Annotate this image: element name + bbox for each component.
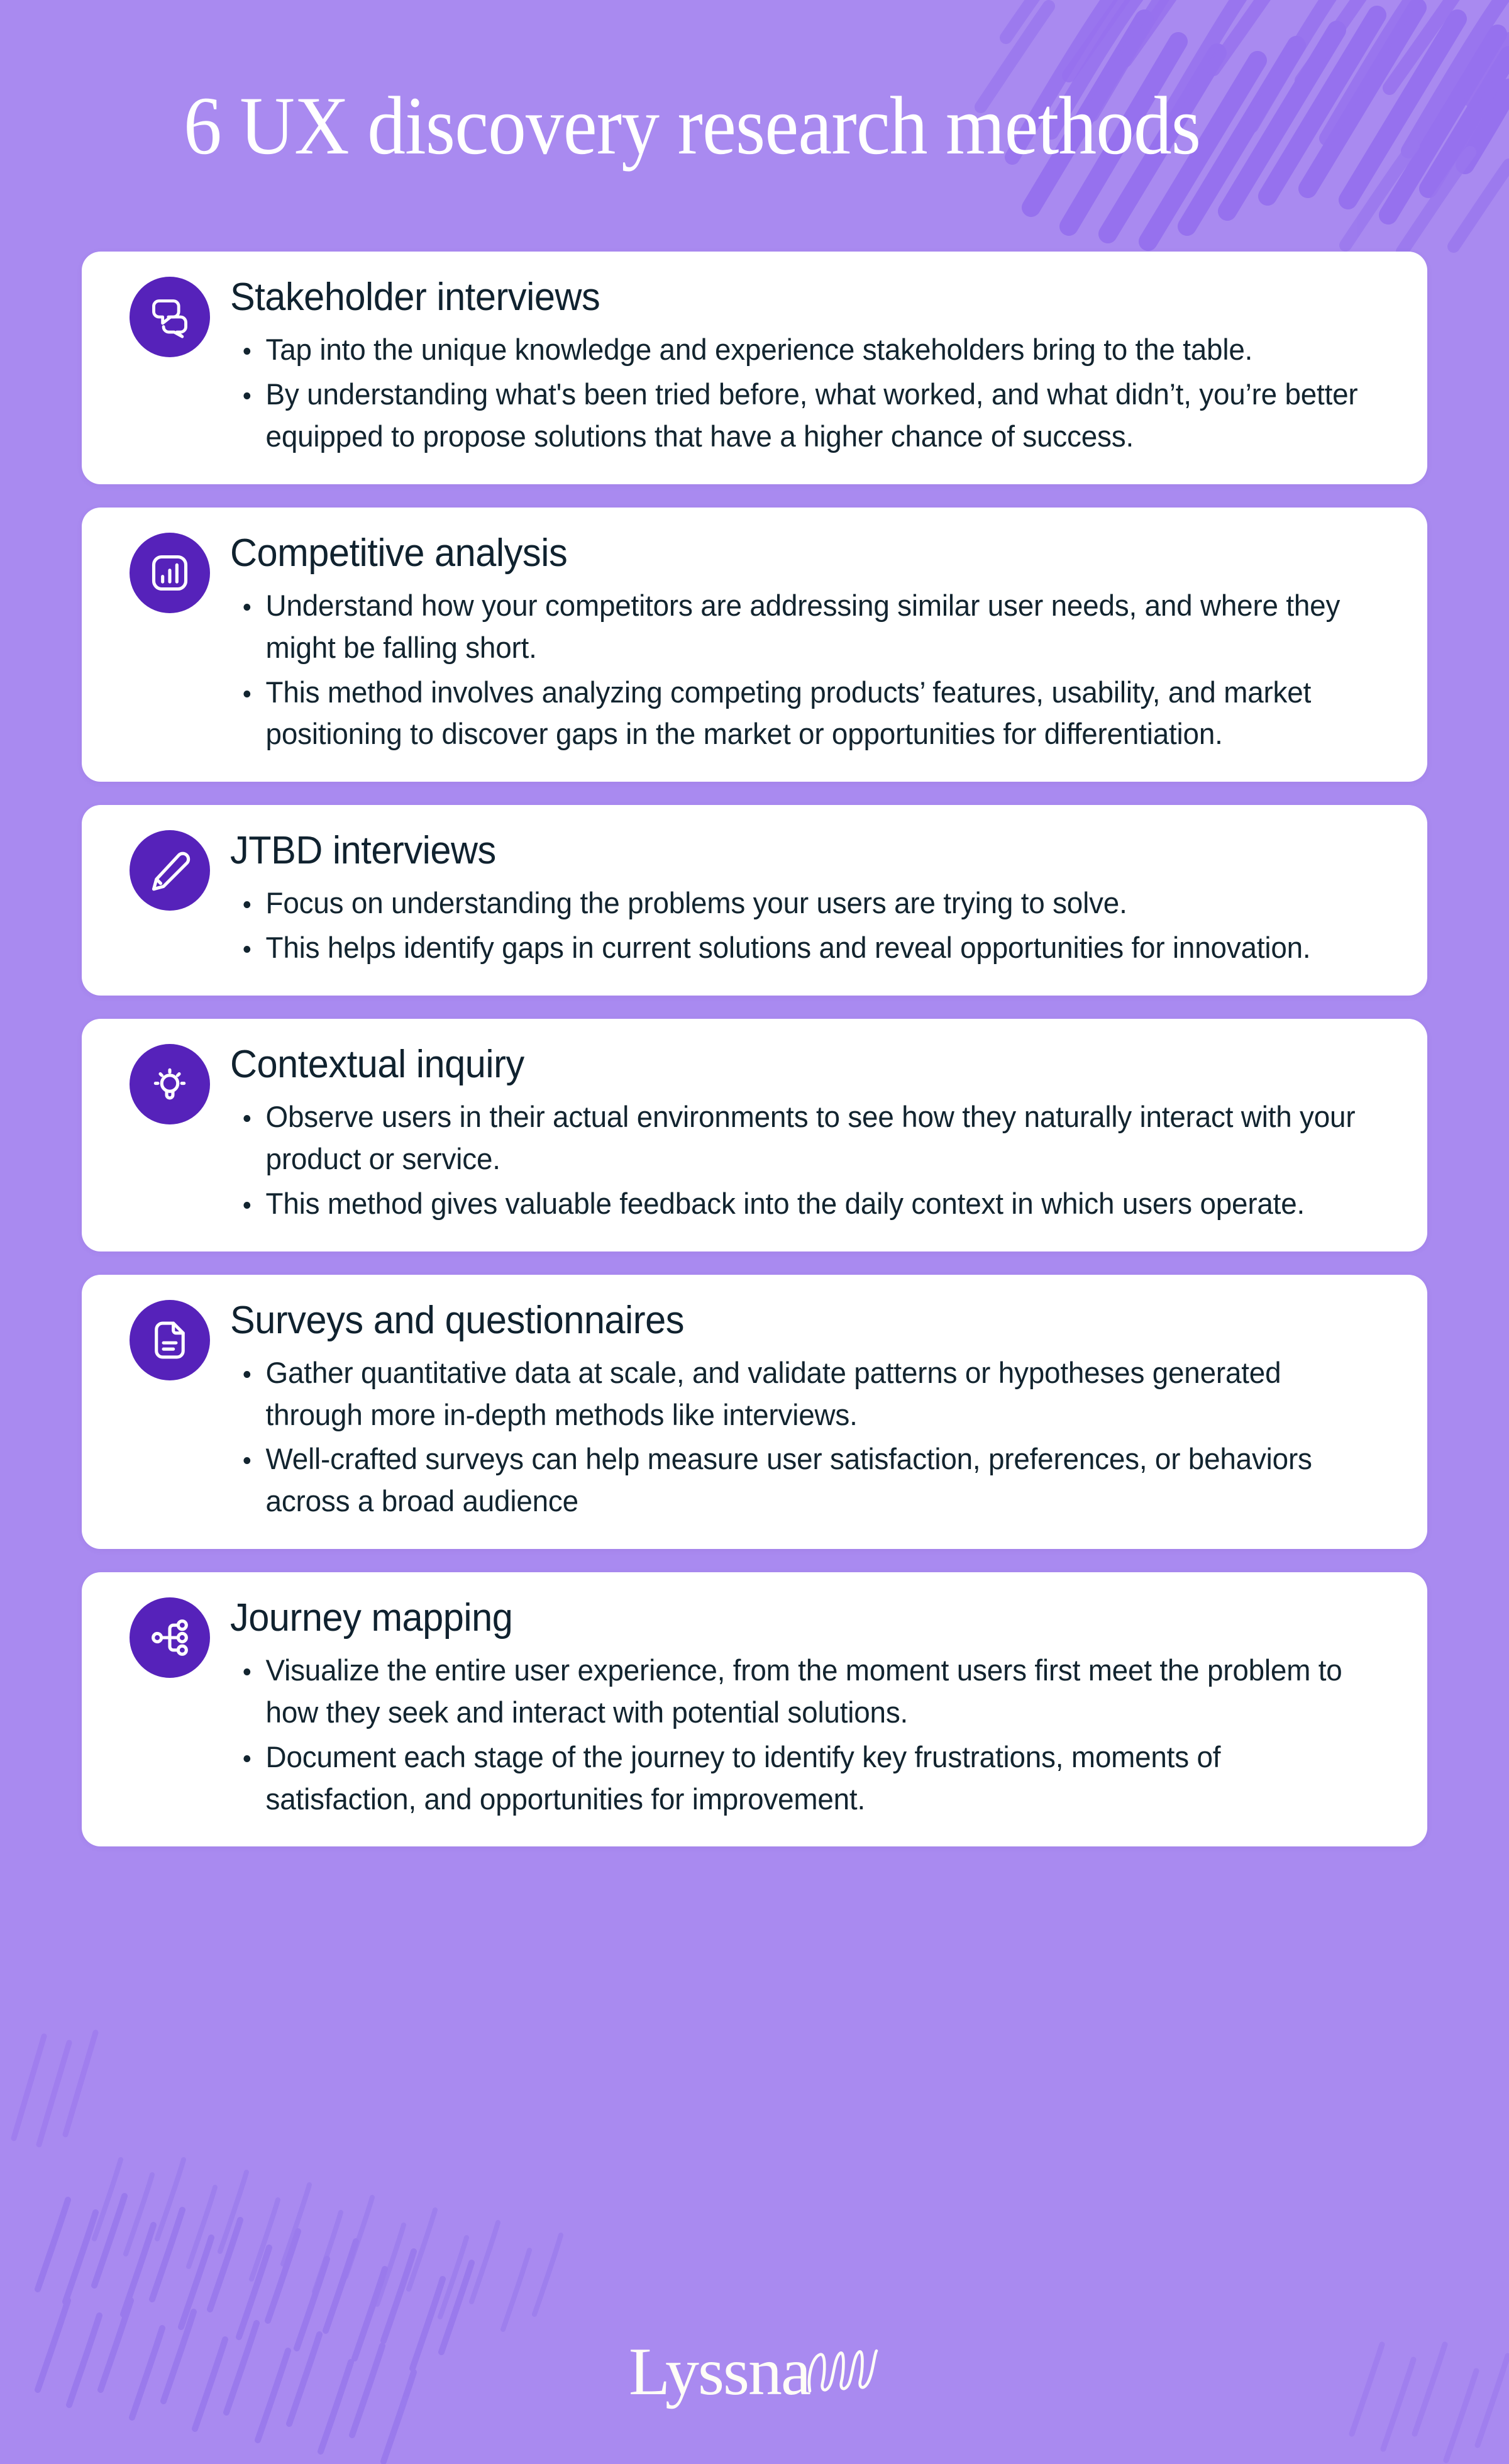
bullet-item: By understanding what's been tried befor… [230,374,1362,457]
icon-badge [130,830,210,911]
card-bullet-list: Gather quantitative data at scale, and v… [230,1352,1391,1523]
header: 6 UX discovery research methods [0,0,1509,252]
bullet-item: Document each stage of the journey to id… [230,1736,1362,1820]
bullet-item: This helps identify gaps in current solu… [230,927,1362,969]
card-body: JTBD interviews Focus on understanding t… [230,828,1391,969]
logo-squiggle-icon [807,2349,878,2393]
chat-bubbles-icon [152,299,187,338]
bullet-item: Gather quantitative data at scale, and v… [230,1352,1362,1436]
bullet-item: Focus on understanding the problems your… [230,882,1362,924]
icon-badge [130,277,210,357]
card-bullet-list: Understand how your competitors are addr… [230,585,1391,755]
card-icon-container [109,530,230,613]
page-title: 6 UX discovery research methods [184,79,1201,172]
icon-badge [130,1043,210,1124]
lyssna-logo: Lyssna [629,2338,880,2406]
bullet-item: Visualize the entire user experience, fr… [230,1650,1362,1733]
method-card: Contextual inquiry Observe users in thei… [82,1018,1427,1251]
card-icon-container [109,1041,230,1124]
card-icon-container [109,828,230,911]
card-icon-container [109,274,230,357]
card-icon-container [109,1297,230,1380]
method-card: JTBD interviews Focus on understanding t… [82,805,1427,996]
method-card: Surveys and questionnaires Gather quanti… [82,1274,1427,1549]
card-body: Surveys and questionnaires Gather quanti… [230,1297,1391,1523]
card-bullet-list: Visualize the entire user experience, fr… [230,1650,1391,1820]
card-title: Stakeholder interviews [230,275,600,319]
document-icon [155,1321,185,1359]
card-title: Contextual inquiry [230,1042,524,1086]
card-body: Stakeholder interviews Tap into the uniq… [230,274,1391,458]
branching-nodes-icon [152,1619,188,1656]
card-bullet-list: Focus on understanding the problems your… [230,882,1391,968]
card-body: Contextual inquiry Observe users in thei… [230,1041,1391,1225]
method-card-list: Stakeholder interviews Tap into the uniq… [0,252,1509,2280]
card-title: JTBD interviews [230,829,496,873]
bullet-item: This method involves analyzing competing… [230,672,1362,755]
card-title: Competitive analysis [230,531,568,575]
method-card: Journey mapping Visualize the entire use… [82,1572,1427,1847]
card-bullet-list: Observe users in their actual environmen… [230,1096,1391,1224]
footer: Lyssna [0,2280,1509,2464]
card-title: Journey mapping [230,1595,513,1640]
logo-wordmark: Lyssna [628,2334,811,2409]
bullet-item: Well-crafted surveys can help measure us… [230,1438,1362,1522]
card-body: Journey mapping Visualize the entire use… [230,1595,1391,1820]
lightbulb-icon [153,1068,186,1100]
pencil-icon [152,852,191,891]
icon-badge [130,1299,210,1380]
card-bullet-list: Tap into the unique knowledge and experi… [230,329,1391,457]
bullet-item: Tap into the unique knowledge and experi… [230,329,1362,371]
icon-badge [130,532,210,613]
bar-chart-icon [152,555,188,591]
method-card: Competitive analysis Understand how your… [82,507,1427,782]
bullet-item: Observe users in their actual environmen… [230,1096,1362,1180]
method-card: Stakeholder interviews Tap into the uniq… [82,252,1427,484]
icon-badge [130,1597,210,1678]
card-body: Competitive analysis Understand how your… [230,530,1391,755]
bullet-item: Understand how your competitors are addr… [230,585,1362,669]
card-title: Surveys and questionnaires [230,1298,685,1342]
card-icon-container [109,1595,230,1678]
bullet-item: This method gives valuable feedback into… [230,1183,1362,1225]
